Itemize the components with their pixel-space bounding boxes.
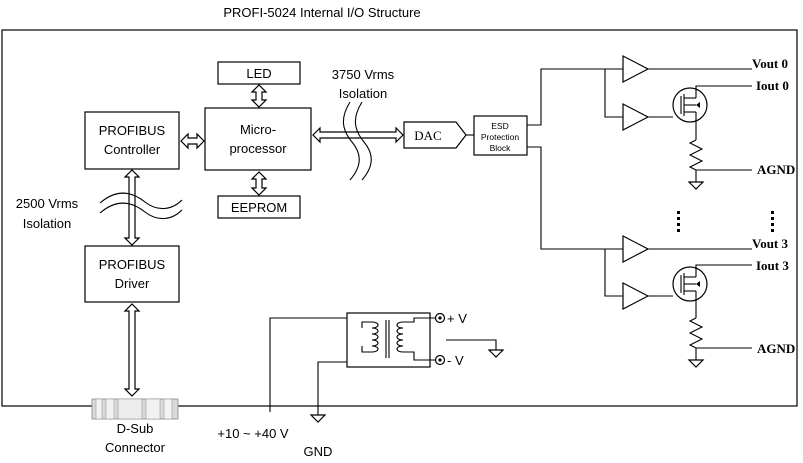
iout0-label: Iout 0 xyxy=(756,78,789,93)
vout0-label: Vout 0 xyxy=(752,56,788,71)
micro-label-2: processor xyxy=(229,141,287,156)
diagram-title: PROFI-5024 Internal I/O Structure xyxy=(223,5,420,20)
esd-label-1: ESD xyxy=(491,121,508,131)
profibus-controller-block xyxy=(84,111,180,170)
channel-3-circuit xyxy=(622,235,752,368)
plus-v-label: + V xyxy=(447,311,467,326)
isolation-left-label-2: Isolation xyxy=(23,216,71,231)
led-label: LED xyxy=(246,66,271,81)
vout0-amplifier xyxy=(622,55,650,83)
dsub-label-1: D-Sub xyxy=(117,421,154,436)
driver-dsub-arrow xyxy=(123,303,141,397)
esd-block xyxy=(473,115,528,156)
supply-voltage-label: +10 ~ +40 V xyxy=(217,426,289,441)
isolation-barrier-left xyxy=(99,192,183,220)
led-block xyxy=(217,61,301,85)
profibus-driver-label-2: Driver xyxy=(115,276,150,291)
isolation-barrier-top xyxy=(342,101,372,181)
channel-0-circuit xyxy=(622,55,752,190)
isolation-top-label-1: 3750 Vrms xyxy=(332,67,395,82)
iout3-amplifier xyxy=(622,282,650,310)
controller-micro-arrow xyxy=(180,132,205,150)
dsub-label-2: Connector xyxy=(105,440,166,455)
microprocessor-block xyxy=(204,107,312,171)
led-micro-arrow xyxy=(250,84,268,108)
gnd-label: GND xyxy=(304,444,333,459)
dac-block xyxy=(403,121,467,149)
agnd3-label: AGND xyxy=(757,341,795,356)
micro-eeprom-arrow xyxy=(250,171,268,196)
micro-dac-arrow xyxy=(312,126,404,144)
profibus-driver-block xyxy=(84,245,180,303)
power-input-wiring xyxy=(269,317,505,423)
dac-label: DAC xyxy=(414,128,441,143)
vout3-label: Vout 3 xyxy=(752,236,789,251)
esd-label-2: Protection xyxy=(481,132,520,142)
eeprom-label: EEPROM xyxy=(231,200,287,215)
iout3-label: Iout 3 xyxy=(756,258,789,273)
ellipsis-dots xyxy=(677,211,774,232)
profibus-controller-label-1: PROFIBUS xyxy=(99,123,166,138)
isolation-top-label-2: Isolation xyxy=(339,86,387,101)
controller-driver-arrow xyxy=(123,169,141,246)
vout3-amplifier xyxy=(622,235,650,263)
agnd0-label: AGND xyxy=(757,162,795,177)
profibus-controller-label-2: Controller xyxy=(104,142,161,157)
power-converter xyxy=(346,312,439,368)
esd-label-3: Block xyxy=(490,143,512,153)
power-terminals xyxy=(434,312,446,366)
iout0-amplifier xyxy=(622,103,650,131)
micro-label-1: Micro- xyxy=(240,122,276,137)
eeprom-block xyxy=(217,195,301,219)
isolation-left-label-1: 2500 Vrms xyxy=(16,196,79,211)
dsub-connector xyxy=(91,398,179,420)
esd-distribution-wires xyxy=(527,68,623,297)
minus-v-label: - V xyxy=(447,353,464,368)
profibus-driver-label-1: PROFIBUS xyxy=(99,257,166,272)
